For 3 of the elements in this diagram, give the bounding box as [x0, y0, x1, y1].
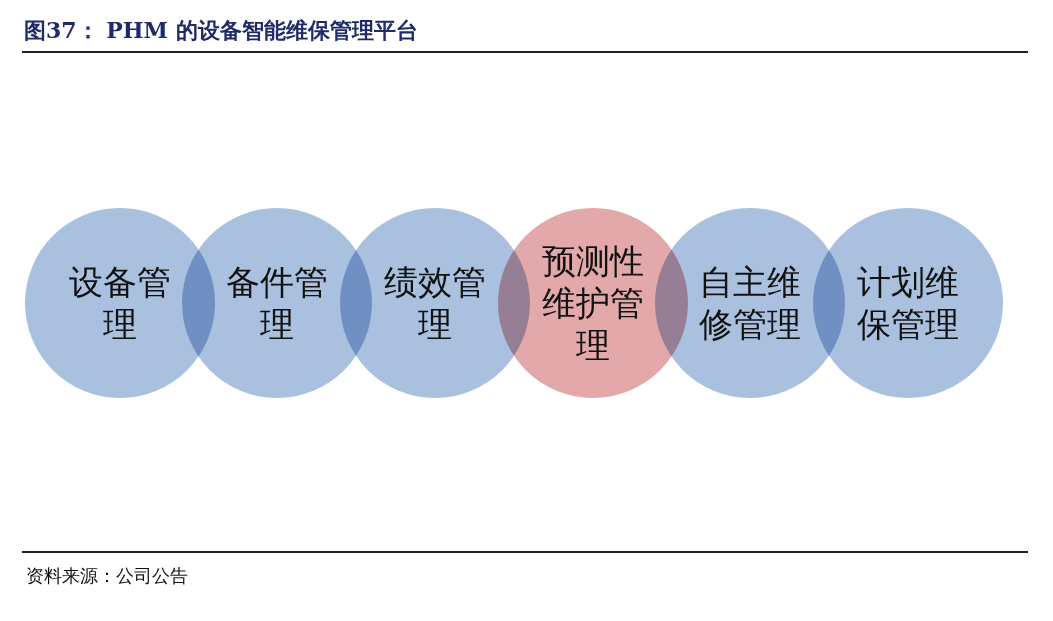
stage-circle: 计划维保管理 — [813, 208, 1003, 398]
figure-title: 图37： PHM 的设备智能维保管理平台 — [24, 16, 418, 45]
source-note: 资料来源：公司公告 — [26, 564, 188, 588]
